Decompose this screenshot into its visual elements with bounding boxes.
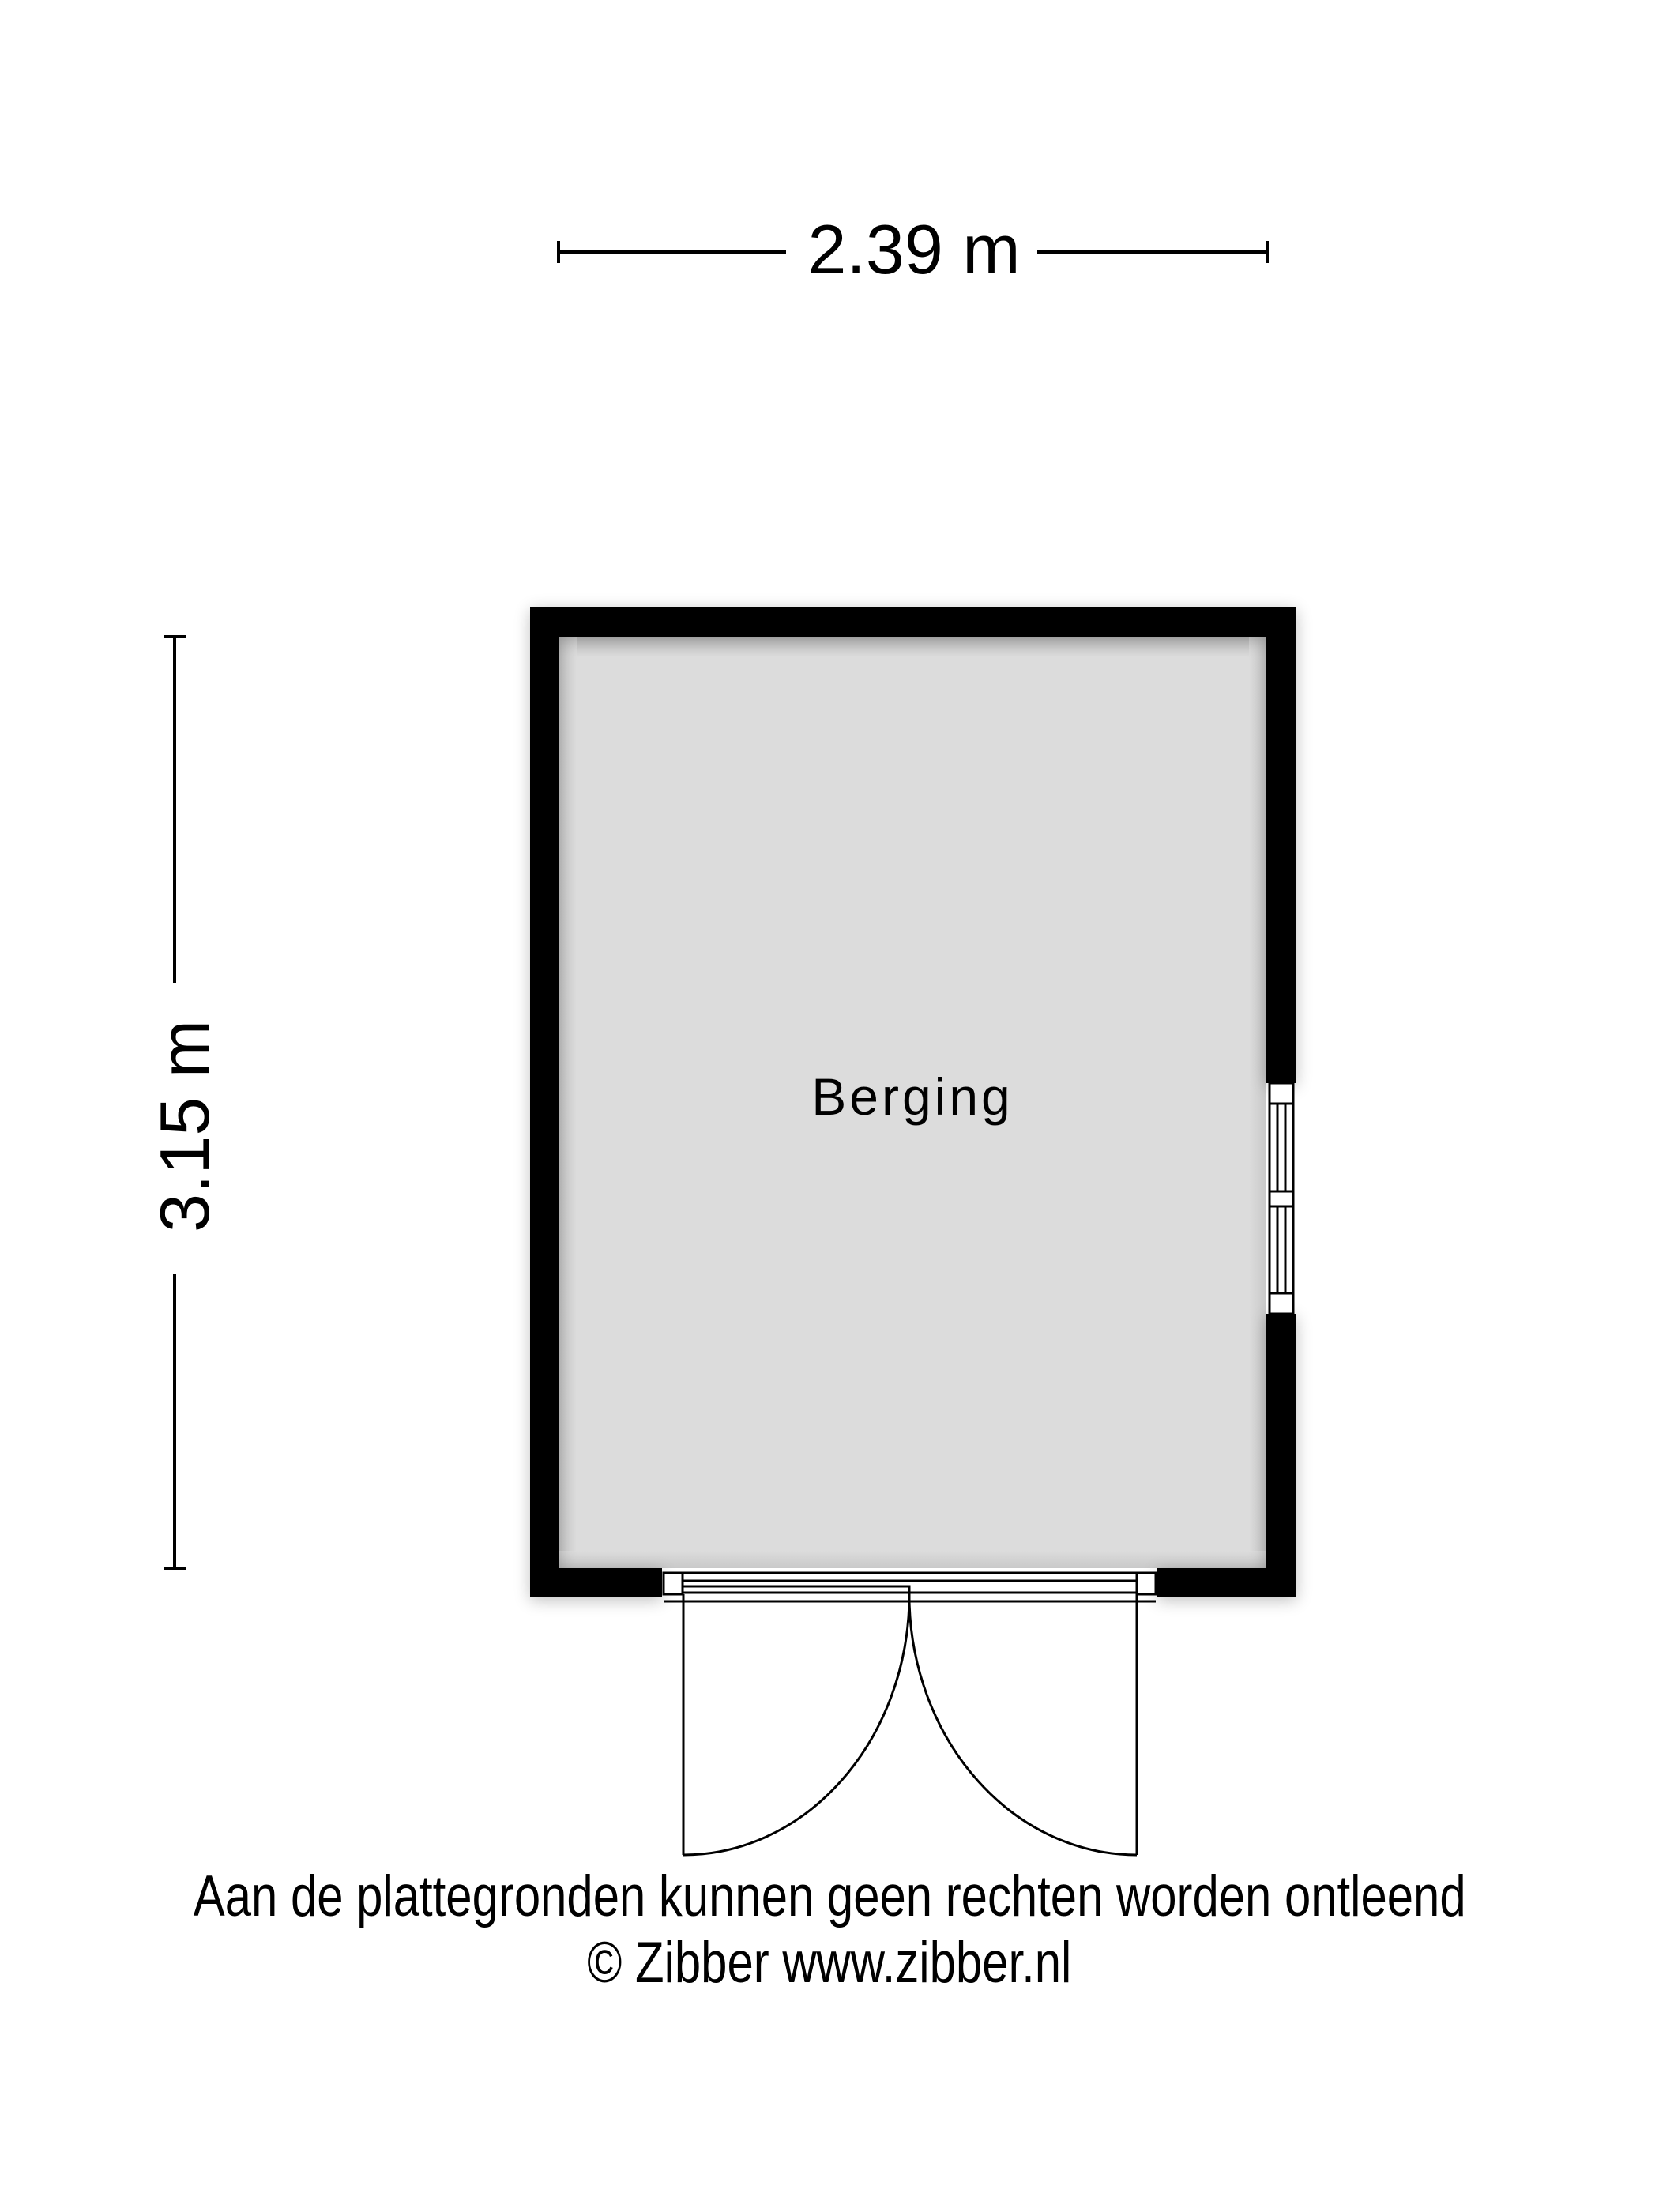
door-swing-right: [908, 1601, 1138, 1856]
width-dimension-label: 2.39 m: [807, 210, 1021, 288]
wall-bottom-right: [1157, 1568, 1296, 1597]
door-swing-left: [683, 1601, 911, 1856]
wall-left: [530, 607, 559, 1597]
double-door-icon: [662, 1571, 1157, 1856]
walls: [530, 607, 1296, 1597]
disclaimer-text: Aan de plattegronden kunnen geen rechten…: [193, 1864, 1466, 1928]
wall-bottom-left: [530, 1568, 662, 1597]
wall-right-upper: [1266, 607, 1296, 1083]
wall-right-lower: [1266, 1314, 1296, 1597]
footer-disclaimer: Aan de plattegronden kunnen geen rechten…: [0, 1868, 1659, 1925]
height-dimension-line: [164, 635, 186, 1570]
room-floor: [559, 637, 1266, 1568]
width-dimension-line: [557, 241, 1269, 263]
wall-top: [530, 607, 1296, 637]
room-label: Berging: [811, 1067, 1014, 1126]
window-icon: [1268, 1082, 1295, 1315]
copyright-text: © Zibber www.zibber.nl: [587, 1931, 1072, 1995]
footer-copyright: © Zibber www.zibber.nl: [0, 1934, 1659, 1992]
height-dimension-label: 3.15 m: [145, 1019, 224, 1232]
